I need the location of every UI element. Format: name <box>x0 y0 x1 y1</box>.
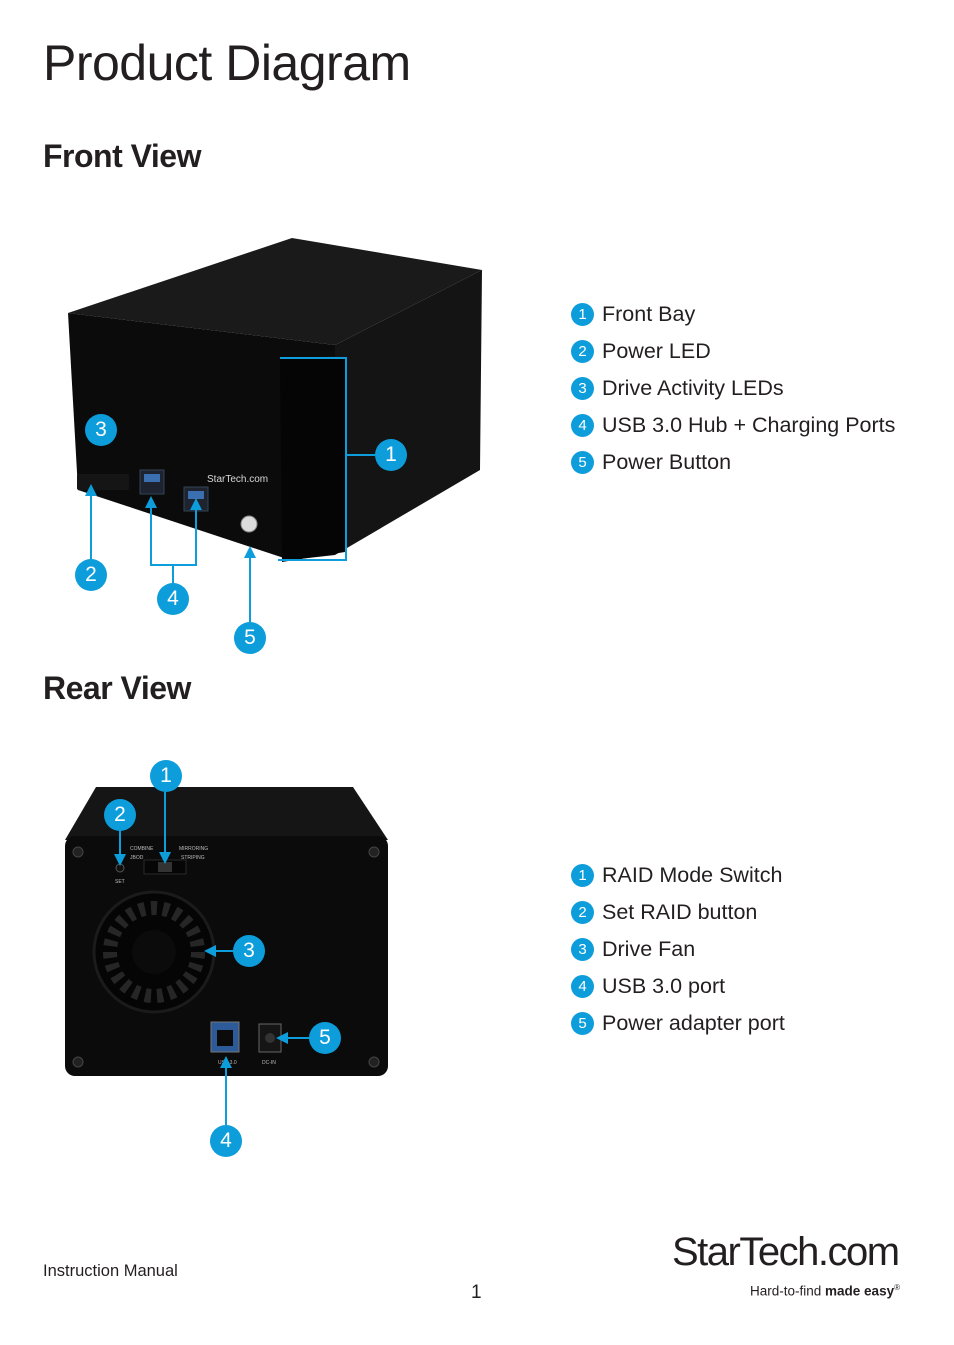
rear-legend: 1 RAID Mode Switch 2 Set RAID button 3 Driv… <box>571 857 785 1042</box>
startech-logo: StarTech.com <box>672 1230 899 1275</box>
legend-label: USB 3.0 Hub + Charging Ports <box>602 413 895 438</box>
legend-label: Power LED <box>602 339 711 364</box>
rear-callout-2: 2 <box>104 799 136 831</box>
legend-label: Power adapter port <box>602 1011 785 1036</box>
legend-number: 1 <box>571 303 594 326</box>
front-device-image: StarTech.com <box>68 238 482 562</box>
legend-label: Front Bay <box>602 302 695 327</box>
legend-number: 2 <box>571 901 594 924</box>
legend-label: RAID Mode Switch <box>602 863 782 888</box>
legend-number: 4 <box>571 414 594 437</box>
legend-label: Power Button <box>602 450 731 475</box>
panel-mirroring-label: MIRRORING <box>179 846 208 852</box>
rear-callout-4: 4 <box>210 1125 242 1157</box>
legend-label: Drive Fan <box>602 937 695 962</box>
device-brand-label: StarTech.com <box>207 474 268 485</box>
legend-number: 3 <box>571 938 594 961</box>
front-legend-item: 3 Drive Activity LEDs <box>571 370 895 407</box>
front-legend-item: 1 Front Bay <box>571 296 895 333</box>
rear-callout-1: 1 <box>150 760 182 792</box>
panel-dcin-label: DC-IN <box>262 1060 276 1066</box>
rear-legend-item: 3 Drive Fan <box>571 931 785 968</box>
panel-set-label: SET <box>115 879 125 885</box>
front-callout-5: 5 <box>234 622 266 654</box>
footer-label: Instruction Manual <box>43 1262 178 1281</box>
front-callout-4: 4 <box>157 583 189 615</box>
rear-legend-item: 1 RAID Mode Switch <box>571 857 785 894</box>
panel-combine-label: COMBINE <box>130 846 154 852</box>
front-legend: 1 Front Bay 2 Power LED 3 Drive Activity LE… <box>571 296 895 481</box>
front-callout-2: 2 <box>75 559 107 591</box>
panel-jbod-label: JBOD <box>130 855 144 861</box>
rear-legend-item: 5 Power adapter port <box>571 1005 785 1042</box>
tagline-prefix: Hard-to-find <box>750 1284 825 1299</box>
front-legend-item: 2 Power LED <box>571 333 895 370</box>
rear-legend-item: 4 USB 3.0 port <box>571 968 785 1005</box>
rear-legend-item: 2 Set RAID button <box>571 894 785 931</box>
tagline-registered-mark: ® <box>894 1283 900 1292</box>
rear-view-heading: Rear View <box>43 670 191 707</box>
legend-label: USB 3.0 port <box>602 974 725 999</box>
rear-callout-5: 5 <box>309 1022 341 1054</box>
tagline-bold: made easy <box>825 1284 894 1299</box>
rear-callout-3: 3 <box>233 935 265 967</box>
front-legend-item: 5 Power Button <box>571 444 895 481</box>
panel-striping-label: STRIPING <box>181 855 205 861</box>
legend-number: 4 <box>571 975 594 998</box>
front-callout-1: 1 <box>375 439 407 471</box>
front-legend-item: 4 USB 3.0 Hub + Charging Ports <box>571 407 895 444</box>
legend-label: Set RAID button <box>602 900 757 925</box>
front-callout-3: 3 <box>85 414 117 446</box>
legend-number: 3 <box>571 377 594 400</box>
legend-number: 5 <box>571 451 594 474</box>
legend-number: 1 <box>571 864 594 887</box>
logo-tagline: Hard-to-find made easy® <box>750 1283 900 1299</box>
legend-number: 5 <box>571 1012 594 1035</box>
page-number: 1 <box>471 1282 482 1304</box>
legend-number: 2 <box>571 340 594 363</box>
legend-label: Drive Activity LEDs <box>602 376 784 401</box>
